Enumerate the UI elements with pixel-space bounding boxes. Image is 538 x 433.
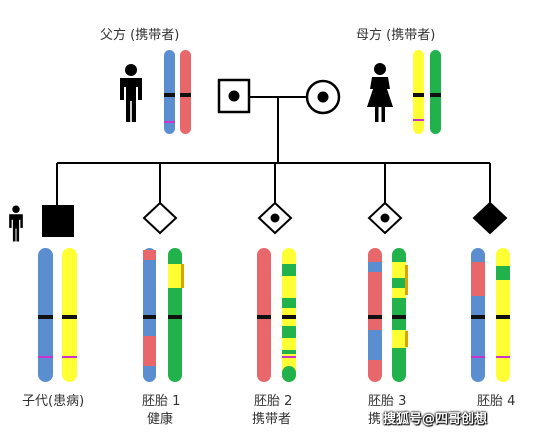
embryo1-title: 胚胎 1 — [142, 394, 181, 409]
father-group — [120, 50, 191, 134]
affected-child-square — [42, 205, 74, 237]
embryo4-chromosome-1 — [471, 248, 485, 382]
embryo4-chromosome-2 — [496, 248, 510, 382]
child-chromosome-2 — [62, 248, 77, 382]
embryo2-chromosome-1 — [257, 248, 271, 382]
embryo1-diamond — [142, 201, 178, 235]
mother-label: 母方 (携带者) — [356, 28, 436, 43]
child-chromosome-1 — [38, 248, 53, 382]
child-label: 子代(患病) — [22, 394, 85, 409]
mother-chromosome-2 — [430, 50, 441, 134]
mother-chromosome-1 — [413, 50, 424, 134]
watermark: 搜狐号@四哥创想 — [383, 412, 488, 427]
embryo1-chromosome-2 — [168, 248, 184, 382]
mother-group — [367, 50, 441, 134]
embryo4-affected-diamond — [472, 201, 508, 235]
embryo2-title: 胚胎 2 — [254, 394, 293, 409]
embryo3-carrier-diamond — [367, 201, 403, 235]
embryo2-chromosome-2 — [282, 248, 296, 382]
father-chromosome-2 — [180, 50, 191, 134]
small-male-person-icon — [9, 205, 23, 242]
embryo1-chromosome-1 — [143, 248, 156, 382]
pedigree-lines — [56, 96, 491, 205]
embryo3-title: 胚胎 3 — [368, 394, 407, 409]
mother-carrier-circle — [305, 79, 341, 115]
embryo3-chromosome-2 — [392, 248, 408, 382]
embryo3-status: 携 — [368, 412, 382, 427]
embryo1-status: 健康 — [147, 412, 174, 427]
embryo2-status: 携带者 — [252, 412, 292, 427]
father-label: 父方 (携带者) — [100, 28, 180, 43]
male-person-icon — [120, 64, 142, 122]
father-carrier-square — [217, 78, 251, 114]
embryo3-chromosome-1 — [368, 248, 382, 382]
embryo2-carrier-diamond — [257, 201, 293, 235]
father-chromosome-1 — [164, 50, 175, 134]
female-person-icon — [367, 63, 393, 122]
embryo4-title: 胚胎 4 — [477, 394, 516, 409]
